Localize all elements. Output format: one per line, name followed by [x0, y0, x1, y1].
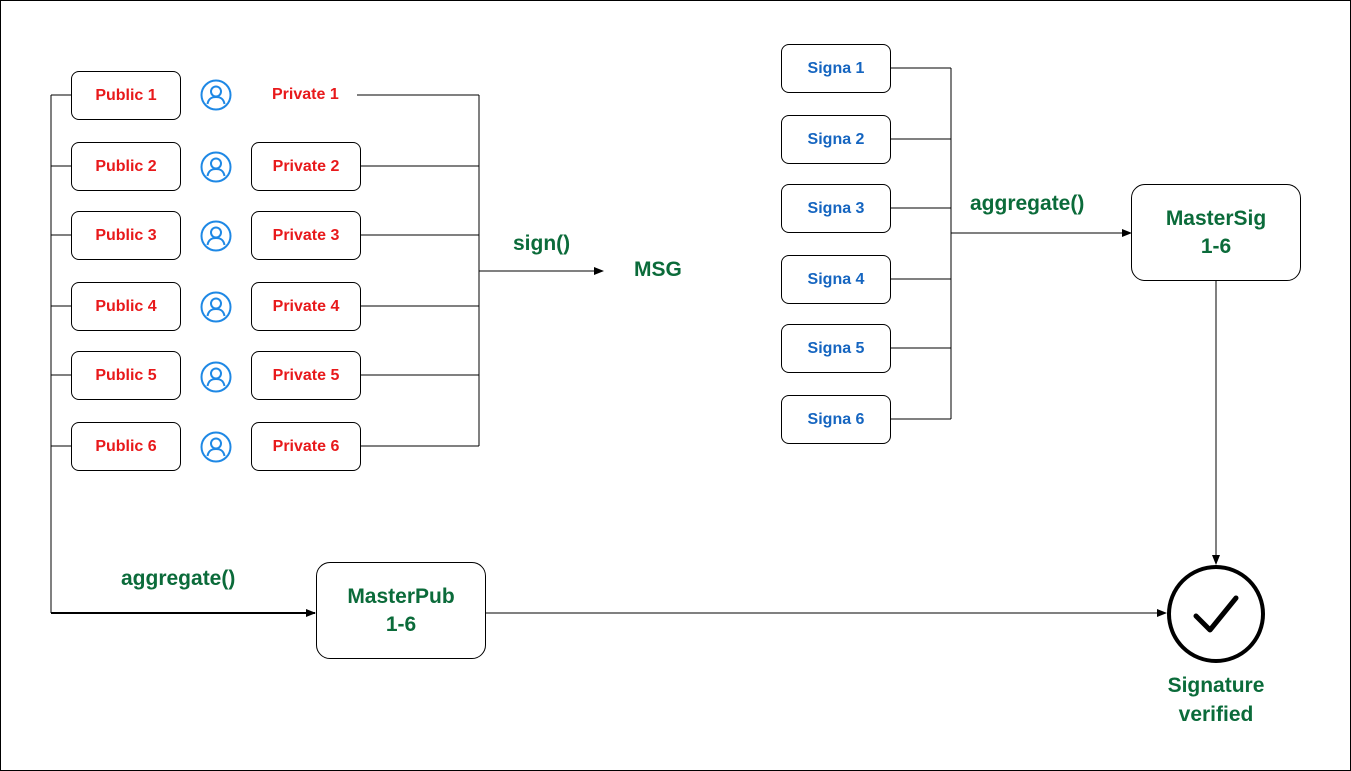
- private-key-2: Private 2: [251, 142, 361, 191]
- private-key-label: Private 5: [272, 366, 340, 384]
- public-key-6: Public 6: [71, 422, 181, 471]
- signature-label: Signa 4: [807, 270, 865, 288]
- master-sig-label: MasterSig 1-6: [1165, 206, 1267, 258]
- private-key-3: Private 3: [251, 211, 361, 260]
- check-circle-icon: [1167, 565, 1265, 663]
- private-key-1: Private 1: [272, 86, 339, 103]
- signature-3: Signa 3: [781, 184, 891, 233]
- message-label: MSG: [634, 258, 682, 281]
- public-key-label: Public 3: [95, 226, 157, 244]
- signature-6: Signa 6: [781, 395, 891, 444]
- private-key-label: Private 6: [272, 437, 340, 455]
- user-icon: [200, 79, 232, 111]
- signature-label: Signa 3: [807, 199, 865, 217]
- private-key-label: Private 4: [272, 297, 340, 315]
- master-pub-box: MasterPub 1-6: [316, 562, 486, 659]
- user-icon: [200, 291, 232, 323]
- signature-verified-label: Signature verified: [1167, 674, 1265, 726]
- public-key-2: Public 2: [71, 142, 181, 191]
- master-sig-box: MasterSig 1-6: [1131, 184, 1301, 281]
- signature-1: Signa 1: [781, 44, 891, 93]
- signature-2: Signa 2: [781, 115, 891, 164]
- private-key-6: Private 6: [251, 422, 361, 471]
- public-keys-bus: [50, 94, 71, 613]
- signature-4: Signa 4: [781, 255, 891, 304]
- signature-5: Signa 5: [781, 324, 891, 373]
- master-pub-label: MasterPub 1-6: [347, 584, 455, 636]
- public-key-5: Public 5: [71, 351, 181, 400]
- public-key-label: Public 5: [95, 366, 157, 384]
- public-key-4: Public 4: [71, 282, 181, 331]
- signature-label: Signa 2: [807, 130, 865, 148]
- user-icon: [200, 361, 232, 393]
- private-key-label: Private 2: [272, 157, 340, 175]
- aggregate-sig-label: aggregate(): [970, 192, 1085, 215]
- sign-label: sign(): [513, 232, 571, 255]
- user-icon: [200, 151, 232, 183]
- public-key-label: Public 4: [95, 297, 157, 315]
- user-icon: [200, 220, 232, 252]
- user-icon: [200, 431, 232, 463]
- public-key-1: Public 1: [71, 71, 181, 120]
- private-key-5: Private 5: [251, 351, 361, 400]
- public-key-3: Public 3: [71, 211, 181, 260]
- private-keys-bus: [357, 94, 480, 447]
- signature-label: Signa 6: [807, 410, 865, 428]
- private-key-label: Private 3: [272, 226, 340, 244]
- public-key-label: Public 6: [95, 437, 157, 455]
- signature-label: Signa 5: [807, 339, 865, 357]
- aggregate-pub-label: aggregate(): [121, 567, 236, 590]
- private-key-4: Private 4: [251, 282, 361, 331]
- signatures-bus: [891, 67, 952, 420]
- public-key-label: Public 1: [95, 86, 157, 104]
- signature-label: Signa 1: [807, 59, 865, 77]
- public-key-label: Public 2: [95, 157, 157, 175]
